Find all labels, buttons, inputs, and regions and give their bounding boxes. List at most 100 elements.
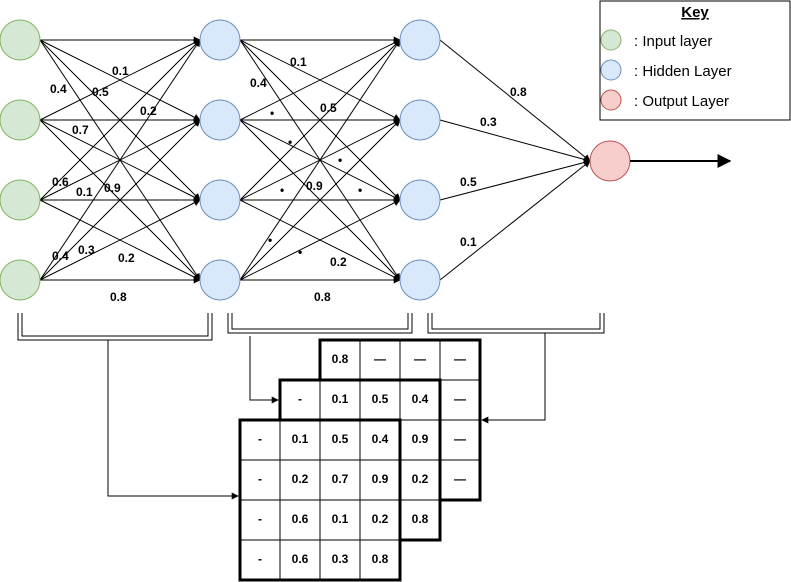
edge [239, 199, 401, 281]
weight-label: • [288, 135, 292, 149]
matrix-value: — [454, 472, 466, 486]
weight-label: 0.4 [52, 249, 69, 263]
hidden-node [199, 179, 241, 221]
matrix-value: — [414, 352, 426, 366]
hidden-node [399, 179, 441, 221]
key-input-label: : Input layer [634, 33, 712, 50]
weight-label: 0.5 [320, 101, 337, 115]
weight-label: 0.3 [78, 243, 95, 257]
input-node [0, 19, 41, 61]
weight-label: 0.2 [330, 255, 347, 269]
weight-label: 0.2 [118, 251, 135, 265]
matrix-value: 0.9 [372, 472, 389, 486]
edge [39, 39, 201, 121]
weight-label: 0.9 [306, 179, 323, 193]
hidden-node [199, 99, 241, 141]
edge [39, 39, 201, 201]
matrix-value: 0.1 [292, 432, 309, 446]
weight-matrix-front: - 0.1 0.5 0.4 - 0.2 0.7 0.9 - 0.6 0.1 0.2 - 0.6 0.3 0.8 [238, 418, 402, 582]
matrix-value: 0.6 [292, 552, 309, 566]
weight-label: 0.6 [52, 175, 69, 189]
connector-layer2 [249, 336, 279, 404]
weight-label: 0.9 [104, 181, 121, 195]
edge [439, 160, 591, 281]
matrix-value: - [298, 392, 302, 406]
matrix-value: 0.9 [412, 432, 429, 446]
matrix-value: — [454, 352, 466, 366]
connection-edges [39, 36, 591, 284]
hidden-node [199, 19, 241, 61]
weight-label: • [280, 183, 284, 197]
key-box [599, 0, 791, 121]
matrix-value: 0.5 [372, 392, 389, 406]
matrix-value: - [258, 552, 262, 566]
edge [439, 119, 591, 163]
matrix-value: — [374, 352, 386, 366]
weight-label: 0.1 [460, 235, 477, 249]
key-output-swatch [600, 89, 622, 111]
matrix-border [238, 418, 402, 582]
matrix-value: 0.8 [372, 552, 389, 566]
connector-layer1 [107, 340, 239, 500]
key-hidden-label: : Hidden Layer [634, 63, 732, 80]
matrix-value: 0.4 [372, 432, 389, 446]
matrix-value: 0.2 [372, 512, 389, 526]
weight-label: • [270, 106, 274, 120]
matrix-value: 0.6 [292, 512, 309, 526]
matrix-value: 0.2 [292, 472, 309, 486]
matrix-value: 0.2 [412, 472, 429, 486]
edge [439, 39, 591, 162]
bracket-layer2 [227, 313, 413, 334]
matrix-value: 0.7 [332, 472, 349, 486]
edge [39, 39, 201, 281]
layer-brackets [17, 313, 605, 500]
weight-label: 0.8 [314, 290, 331, 304]
weight-label: 0.7 [72, 123, 89, 137]
weight-label: 0.1 [112, 64, 129, 78]
matrix-value: 0.8 [412, 512, 429, 526]
edge [239, 119, 401, 281]
matrix-value: 0.5 [332, 432, 349, 446]
edge [239, 39, 401, 201]
network-nodes [0, 19, 631, 301]
input-node [0, 259, 41, 301]
output-node [589, 140, 631, 182]
weight-label: • [358, 183, 362, 197]
matrix-value: 0.1 [332, 512, 349, 526]
matrix-value: 0.1 [332, 392, 349, 406]
hidden-node [399, 19, 441, 61]
edge [239, 39, 401, 121]
matrix-value: — [454, 432, 466, 446]
matrix-value: - [258, 432, 262, 446]
weight-label: 0.2 [140, 104, 157, 118]
weight-label: 0.1 [290, 55, 307, 69]
weight-label: 0.4 [50, 82, 67, 96]
weight-label: • [338, 153, 342, 167]
input-node [0, 179, 41, 221]
matrix-value: — [454, 392, 466, 406]
edge [439, 159, 591, 201]
weight-label: 0.3 [480, 115, 497, 129]
matrix-value: 0.8 [332, 352, 349, 366]
weight-label: 0.8 [110, 290, 127, 304]
key-title: Key [681, 4, 709, 21]
weight-label: • [268, 233, 272, 247]
edge [239, 39, 401, 281]
weight-labels: 0.1 0.4 0.5 0.2 0.7 0.6 0.1 0.9 0.4 0.3 0.2 0.8 0.1 0… [50, 55, 527, 304]
weight-label: 0.8 [510, 85, 527, 99]
key-hidden-swatch [600, 59, 622, 81]
input-node [0, 99, 41, 141]
key-input-swatch [600, 29, 622, 51]
matrix-value: 0.4 [412, 392, 429, 406]
bracket-layer1 [17, 313, 213, 341]
matrix-value: 0.3 [332, 552, 349, 566]
weight-label: 0.5 [460, 175, 477, 189]
hidden-node [399, 99, 441, 141]
matrix-value: - [258, 512, 262, 526]
matrix-value: - [258, 472, 262, 486]
weight-label: 0.4 [250, 76, 267, 90]
weight-label: 0.1 [76, 185, 93, 199]
edge [39, 199, 201, 281]
bracket-layer3 [427, 313, 605, 334]
